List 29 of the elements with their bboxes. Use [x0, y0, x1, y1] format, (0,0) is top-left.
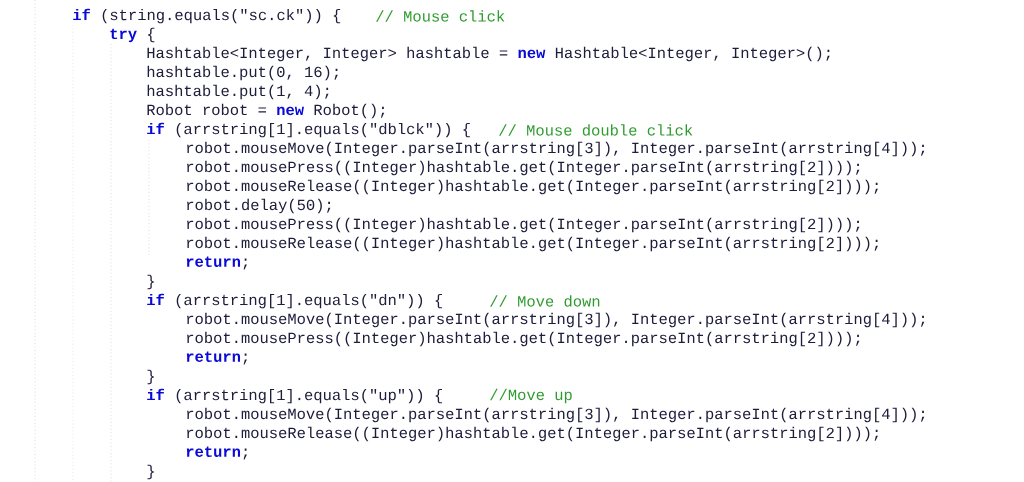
- code-line: if (string.equals("sc.ck")) {: [73, 8, 341, 24]
- code-comment: // Move down: [490, 295, 600, 307]
- code-line: }: [147, 369, 154, 385]
- code-line: robot.mouseMove(Integer.parseInt(arrstring[3]), Integer.parseInt(arrstring[4]));: [187, 312, 925, 328]
- code-line: if (arrstring[1].equals("up")) {: [147, 388, 442, 404]
- code-line: return;: [186, 351, 247, 365]
- code-line: robot.mousePress((Integer)hashtable.get(Integer.parseInt(arrstring[2])));: [187, 160, 860, 176]
- code-line: robot.mousePress((Integer)hashtable.get(Integer.parseInt(arrstring[2])));: [187, 217, 860, 233]
- code-line: robot.delay(50);: [187, 198, 331, 214]
- code-line: Hashtable<Integer, Integer> hashtable = new Hashtable<Integer, Integer>();: [147, 46, 830, 62]
- code-line: if (arrstring[1].equals("dn")) {: [147, 293, 442, 309]
- code-line: try {: [110, 27, 155, 43]
- code-line: robot.mouseMove(Integer.parseInt(arrstring[3]), Integer.parseInt(arrstring[4]));: [187, 141, 925, 157]
- code-line: if (arrstring[1].equals("dblck")) {: [147, 122, 470, 138]
- code-line: robot.mouseRelease((Integer)hashtable.get(Integer.parseInt(arrstring[2])));: [187, 236, 878, 252]
- code-line: return;: [186, 256, 247, 270]
- code-line: robot.mouseMove(Integer.parseInt(arrstring[3]), Integer.parseInt(arrstring[4]));: [187, 407, 925, 423]
- code-line: hashtable.put(1, 4);: [147, 84, 329, 100]
- code-comment: // Mouse double click: [499, 124, 693, 136]
- code-line: }: [147, 464, 154, 480]
- code-comment: // Mouse click: [376, 10, 505, 22]
- code-comment: //Move up: [490, 388, 572, 404]
- code-line: robot.mouseRelease((Integer)hashtable.get(Integer.parseInt(arrstring[2])));: [187, 426, 878, 442]
- code-line: robot.mousePress((Integer)hashtable.get(Integer.parseInt(arrstring[2])));: [187, 331, 860, 347]
- code-line: }: [147, 274, 154, 290]
- code-line: robot.mouseRelease((Integer)hashtable.get(Integer.parseInt(arrstring[2])));: [187, 179, 878, 195]
- code-line: Robot robot = new Robot();: [147, 103, 385, 119]
- code-line: return;: [186, 446, 247, 460]
- code-line: hashtable.put(0, 16);: [147, 65, 338, 81]
